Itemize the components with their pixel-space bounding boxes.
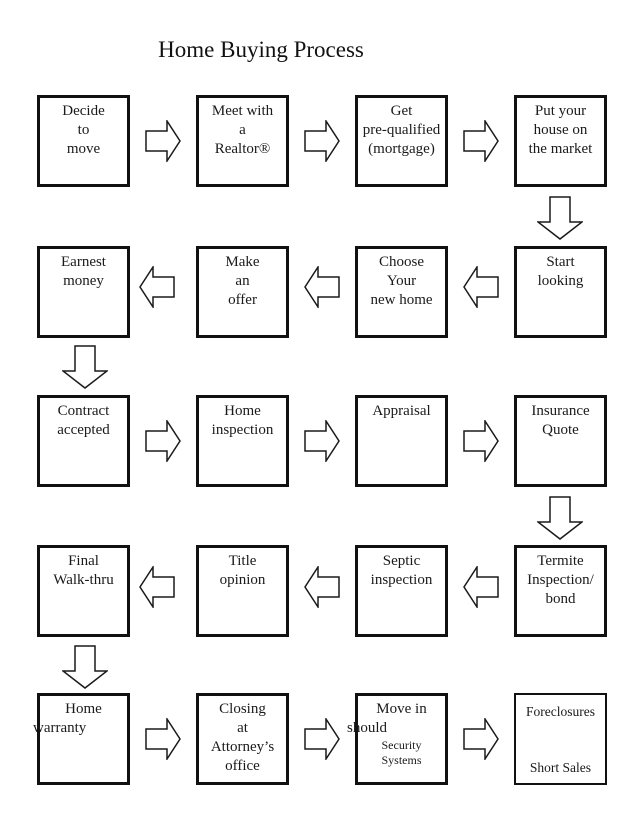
box-line: Closing xyxy=(219,701,266,717)
box-line: Appraisal xyxy=(372,403,431,419)
box-line: Termite xyxy=(537,553,584,569)
flow-box-appraisal: Appraisal xyxy=(355,395,448,487)
box-line: Put your xyxy=(534,103,587,119)
block-arrow-right-icon xyxy=(145,718,181,760)
box-line: at xyxy=(237,720,248,736)
flow-box-foreclosures-short-sales: Foreclosures Short Sales xyxy=(514,693,607,785)
box-line: inspection xyxy=(211,422,274,438)
box-line: move xyxy=(66,141,101,157)
flow-box-home-warranty: Home warranty xyxy=(33,693,130,785)
box-line: Title xyxy=(228,553,257,569)
box-line: Home xyxy=(65,701,102,717)
box-line: Choose xyxy=(379,254,424,270)
block-arrow-left-icon xyxy=(304,266,340,308)
box-line: Meet with xyxy=(211,103,274,119)
box-line: Septic xyxy=(382,553,421,569)
page-title: Home Buying Process xyxy=(158,37,364,62)
box-line: Final xyxy=(68,553,99,569)
box-line: bond xyxy=(545,591,576,607)
flow-box-choose-your-new-home: Choose Your new home xyxy=(355,246,448,338)
block-arrow-down-icon xyxy=(537,496,583,540)
box-line: Walk-thru xyxy=(53,572,114,588)
box-line: Realtor® xyxy=(214,141,271,157)
box-line: Earnest xyxy=(61,254,106,270)
box-line: Quote xyxy=(542,422,579,438)
box-line: accepted xyxy=(57,422,110,438)
box-line: office xyxy=(225,758,260,774)
box-line: Contract xyxy=(57,403,110,419)
box-line: looking xyxy=(537,273,584,289)
block-arrow-right-icon xyxy=(463,420,499,462)
block-arrow-right-icon xyxy=(304,420,340,462)
flow-box-decide-to-move: Decide to move xyxy=(37,95,130,187)
flow-box-insurance-quote: Insurance Quote xyxy=(514,395,607,487)
box-line: new home xyxy=(370,292,433,308)
box-line: Your xyxy=(386,273,417,289)
box-line: inspection xyxy=(370,572,433,588)
box-line: house on xyxy=(533,122,588,138)
box-line: Insurance xyxy=(531,403,590,419)
flow-box-meet-with-a-realtor: Meet with a Realtor® xyxy=(196,95,289,187)
block-arrow-down-icon xyxy=(62,645,108,689)
block-arrow-left-icon xyxy=(463,266,499,308)
flow-box-move-in: Move in should Security Systems xyxy=(347,693,448,785)
flow-box-septic-inspection: Septic inspection xyxy=(355,545,448,637)
box-line: an xyxy=(235,273,250,289)
flow-box-contract-accepted: Contract accepted xyxy=(37,395,130,487)
box-line: Start xyxy=(546,254,575,270)
block-arrow-down-icon xyxy=(537,196,583,240)
box-line: Home xyxy=(224,403,261,419)
box-line: the market xyxy=(528,141,593,157)
flow-box-home-inspection: Home inspection xyxy=(196,395,289,487)
box-line: offer xyxy=(228,292,257,308)
block-arrow-right-icon xyxy=(463,718,499,760)
block-arrow-right-icon xyxy=(145,420,181,462)
box-line: Foreclosures xyxy=(526,704,595,719)
box-line: Security xyxy=(381,738,422,752)
block-arrow-left-icon xyxy=(139,566,175,608)
box-line: Short Sales xyxy=(529,760,592,775)
box-line: to xyxy=(77,122,90,138)
block-arrow-right-icon xyxy=(463,120,499,162)
box-line: opinion xyxy=(219,572,266,588)
flow-box-put-house-on-market: Put your house on the market xyxy=(514,95,607,187)
box-line: should xyxy=(347,720,388,736)
flow-box-termite-inspection-bond: Termite Inspection/ bond xyxy=(514,545,607,637)
box-line: (mortgage) xyxy=(368,141,435,157)
box-line: money xyxy=(63,273,104,289)
box-line: warranty xyxy=(33,720,87,736)
box-line: Attorney’s xyxy=(210,739,275,755)
flow-box-closing-attorneys-office: Closing at Attorney’s office xyxy=(196,693,289,785)
flow-box-start-looking: Start looking xyxy=(514,246,607,338)
block-arrow-left-icon xyxy=(139,266,175,308)
box-line: Move in xyxy=(376,701,427,717)
block-arrow-down-icon xyxy=(62,345,108,389)
block-arrow-left-icon xyxy=(463,566,499,608)
box-line: Decide xyxy=(62,103,105,119)
box-line: Make xyxy=(225,254,260,270)
box-line: a xyxy=(239,122,246,138)
flow-box-get-pre-qualified: Get pre-qualified (mortgage) xyxy=(355,95,448,187)
block-arrow-right-icon xyxy=(304,120,340,162)
block-arrow-right-icon xyxy=(304,718,340,760)
block-arrow-left-icon xyxy=(304,566,340,608)
box-line: Get xyxy=(390,103,413,119)
box-line: Systems xyxy=(381,753,422,767)
flow-box-title-opinion: Title opinion xyxy=(196,545,289,637)
block-arrow-right-icon xyxy=(145,120,181,162)
flow-box-final-walk-thru: Final Walk-thru xyxy=(37,545,130,637)
box-line: pre-qualified xyxy=(362,122,441,138)
flow-box-make-an-offer: Make an offer xyxy=(196,246,289,338)
box-line: Inspection/ xyxy=(527,572,594,588)
flow-box-earnest-money: Earnest money xyxy=(37,246,130,338)
